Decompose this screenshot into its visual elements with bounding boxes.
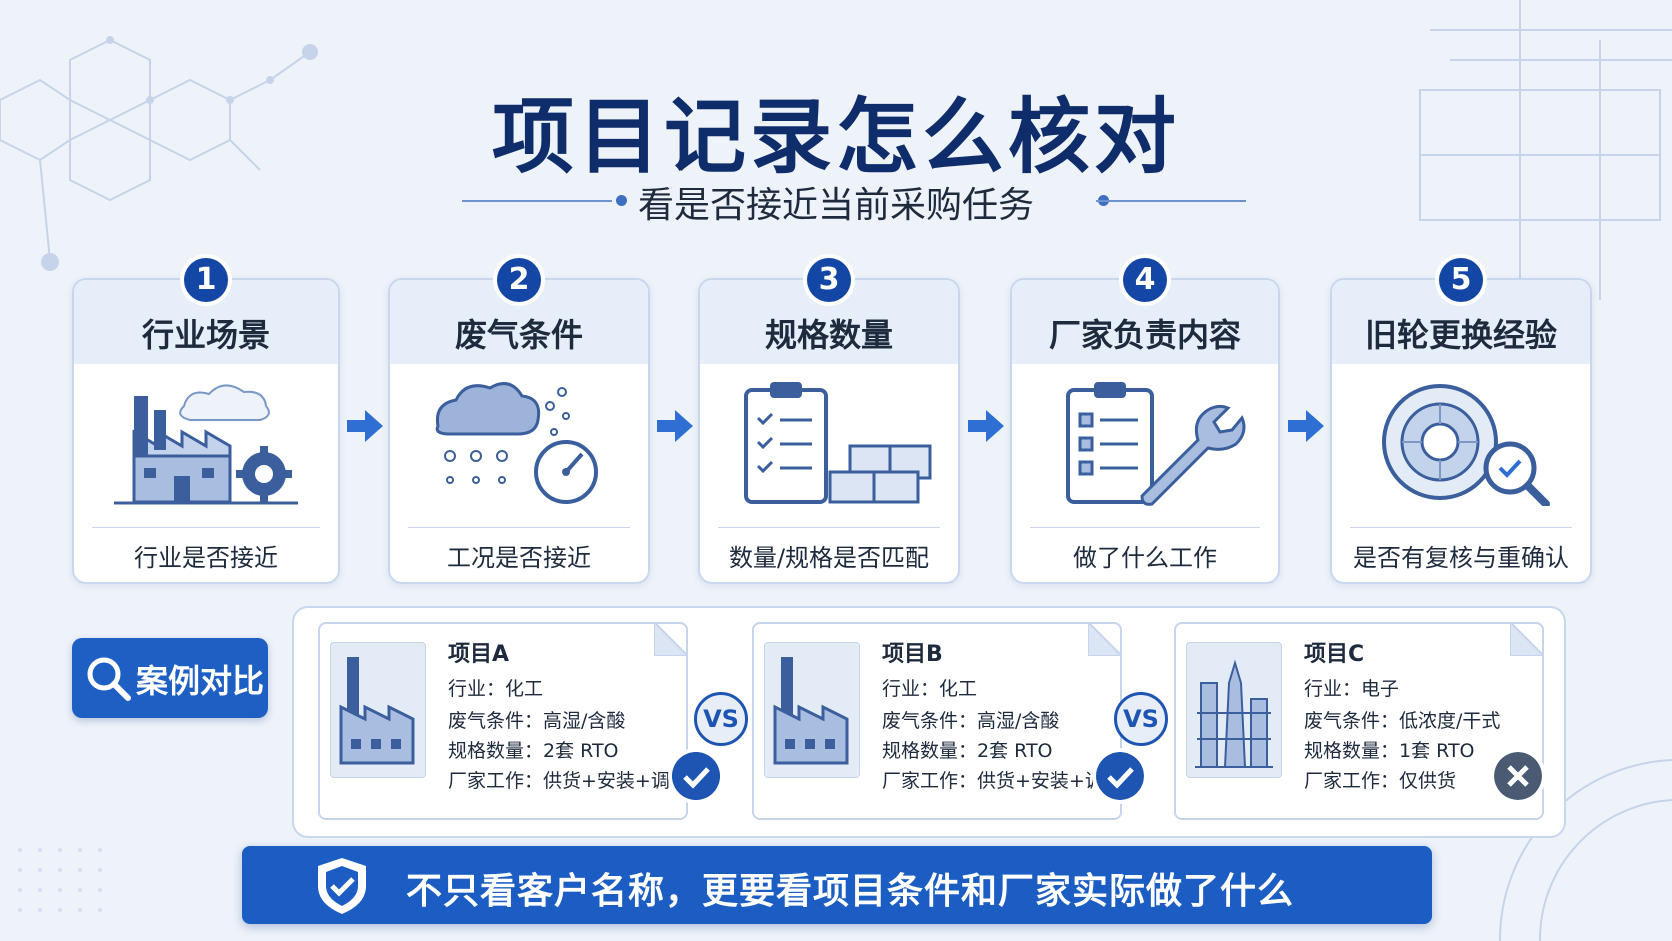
step-number: 2 (497, 258, 541, 302)
factory-icon (330, 642, 426, 778)
case-compare-label: 案例对比 (136, 662, 265, 700)
close-icon (1494, 752, 1542, 800)
project-name: 项目C (1304, 642, 1365, 667)
step-divider (1350, 527, 1572, 528)
project-spec: 规格数量：2套 RTO (882, 740, 1053, 762)
step-divider (408, 527, 630, 528)
subtitle-row: 看是否接近当前采购任务 (0, 176, 1672, 226)
page-fold-icon (654, 622, 688, 656)
arrow-right-icon (1288, 410, 1324, 442)
check-icon (1096, 752, 1144, 800)
project-vendor-work: 厂家工作：供货+安装+调试 (448, 770, 689, 792)
subtitle-dot-left (616, 195, 627, 206)
clipboard-boxes-icon (744, 382, 932, 504)
project-card-b: 项目B 行业：化工 废气条件：高湿/含酸 规格数量：2套 RTO 厂家工作：供货… (752, 622, 1123, 820)
vs-badge: VS (1114, 692, 1168, 746)
step-divider (1030, 527, 1260, 528)
page-fold-icon (1088, 622, 1122, 656)
step-title: 旧轮更换经验 (1364, 316, 1557, 354)
project-vendor-work: 厂家工作：供货+安装+调试 (882, 770, 1123, 792)
conclusion-text: 不只看客户名称，更要看项目条件和厂家实际做了什么 (406, 871, 1295, 912)
project-exhaust-condition: 废气条件：低浓度/干式 (1304, 710, 1501, 732)
project-vendor-work: 厂家工作：仅供货 (1304, 770, 1457, 792)
step-number: 1 (184, 258, 228, 302)
tower-icon (1186, 642, 1282, 778)
step-title: 规格数量 (764, 316, 893, 354)
page-fold-icon (1510, 622, 1544, 656)
step-card-vendor-scope: 4 厂家负责内容 做了什么工作 (1010, 258, 1280, 584)
step-desc: 工况是否接近 (447, 544, 591, 572)
subtitle-line-right (1096, 200, 1246, 202)
page-title: 项目记录怎么核对 (491, 90, 1180, 185)
check-icon (672, 752, 720, 800)
project-industry: 行业：化工 (448, 678, 544, 700)
step-card-industry: 1 行业场景 行业是否接近 (72, 258, 340, 584)
project-name: 项目B (882, 642, 943, 667)
step-number: 3 (807, 258, 851, 302)
step-card-spec: 3 规格数量 数量/规格是否匹配 (698, 258, 960, 584)
subtitle-line-left (462, 200, 612, 202)
step-title: 厂家负责内容 (1048, 316, 1241, 354)
project-name: 项目A (448, 642, 510, 667)
search-icon (87, 657, 131, 701)
shield-check-icon (318, 858, 366, 914)
arrow-right-icon (347, 410, 383, 442)
project-spec: 规格数量：2套 RTO (448, 740, 619, 762)
page-subtitle: 看是否接近当前采购任务 (637, 185, 1034, 226)
project-industry: 行业：化工 (882, 678, 978, 700)
case-compare-tag: 案例对比 (72, 638, 268, 718)
project-spec: 规格数量：1套 RTO (1304, 740, 1475, 762)
project-card-a: 项目A 行业：化工 废气条件：高湿/含酸 规格数量：2套 RTO 厂家工作：供货… (318, 622, 689, 820)
vs-badge: VS (694, 692, 748, 746)
clipboard-wrench-icon (1066, 382, 1246, 506)
step-number: 5 (1439, 258, 1483, 302)
step-desc: 做了什么工作 (1073, 544, 1217, 572)
factory-gear-icon (114, 384, 298, 505)
step-desc: 数量/规格是否匹配 (728, 544, 930, 572)
step-divider (92, 527, 320, 528)
project-exhaust-condition: 废气条件：高湿/含酸 (882, 710, 1060, 732)
project-industry: 行业：电子 (1304, 678, 1400, 700)
step-card-exhaust: 2 废气条件 工况是否接近 (388, 258, 650, 584)
project-card-c: 项目C 行业：电子 废气条件：低浓度/干式 规格数量：1套 RTO 厂家工作：仅… (1174, 622, 1544, 820)
step-number: 4 (1123, 258, 1167, 302)
arrow-right-icon (657, 410, 693, 442)
cloud-gauge-icon (435, 382, 598, 504)
step-desc: 行业是否接近 (134, 544, 278, 572)
step-desc: 是否有复核与重确认 (1353, 544, 1569, 572)
step-card-replacement: 5 旧轮更换经验 是否有复核与重确认 (1330, 258, 1592, 584)
project-exhaust-condition: 废气条件：高湿/含酸 (448, 710, 626, 732)
step-divider (718, 527, 940, 528)
step-title: 废气条件 (454, 316, 583, 354)
factory-icon (764, 642, 860, 778)
conclusion-banner: 不只看客户名称，更要看项目条件和厂家实际做了什么 (242, 846, 1432, 924)
step-title: 行业场景 (141, 316, 270, 354)
arrow-right-icon (968, 410, 1004, 442)
wheel-magnifier-icon (1382, 384, 1550, 506)
